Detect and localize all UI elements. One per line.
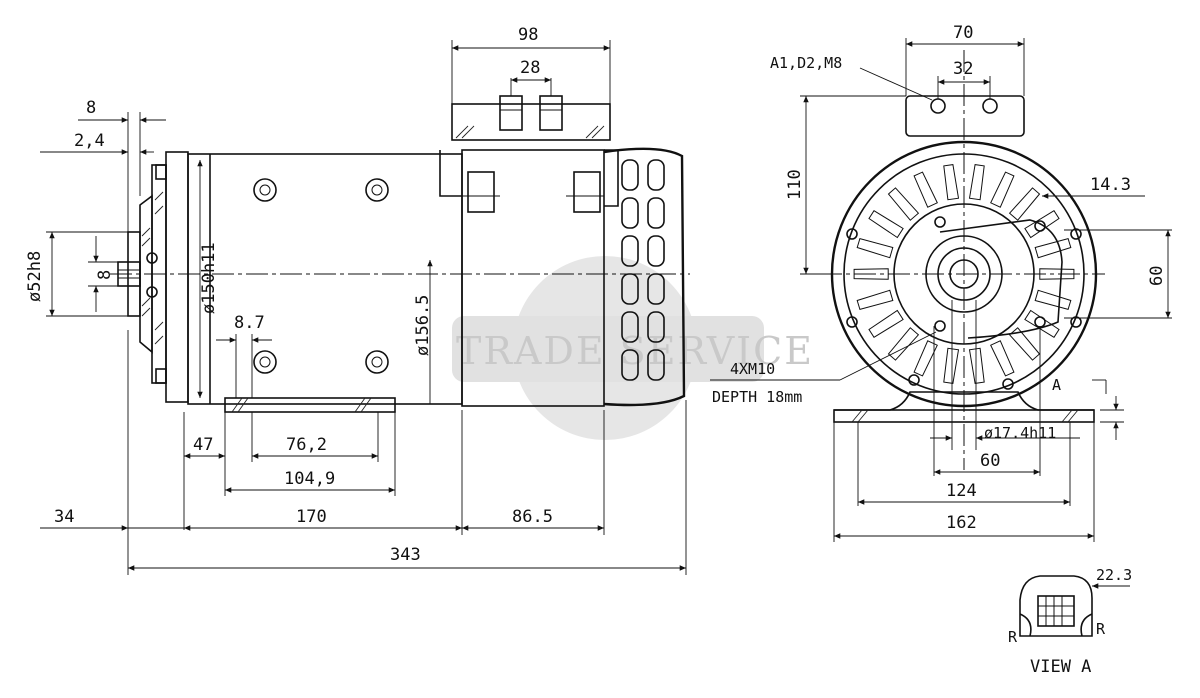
dim-60-bottom: 60 [980, 451, 1000, 471]
dim-162: 162 [946, 513, 977, 533]
rib [1034, 237, 1072, 259]
side-view: 98 28 8 2,4 ø52h8 8 ø150h11 ø156.5 [25, 25, 690, 575]
rib [868, 210, 904, 239]
rib [1024, 210, 1060, 239]
dim-104: 104,9 [284, 469, 335, 489]
dim-70: 70 [953, 23, 973, 43]
fan-cover [603, 147, 686, 407]
dim-14-3: 14.3 [1090, 175, 1131, 195]
rib [943, 164, 960, 201]
dim-170: 170 [296, 507, 327, 527]
rib [1008, 327, 1041, 361]
dim-98: 98 [518, 25, 538, 45]
mounting-foot [224, 397, 396, 413]
dim-d52: ø52h8 [25, 251, 45, 302]
commutator-end [439, 95, 619, 407]
rib [990, 171, 1015, 208]
rib [887, 327, 920, 361]
rib [913, 171, 938, 208]
radius-right: R [1096, 620, 1106, 638]
dim-d150: ø150h11 [199, 242, 219, 314]
dim-28: 28 [520, 58, 540, 78]
dim-34: 34 [54, 507, 74, 527]
rib [990, 340, 1015, 377]
rib [856, 289, 894, 311]
drive-end-cap [127, 151, 189, 403]
dim-8-top: 8 [86, 98, 96, 118]
dim-d156: ø156.5 [413, 295, 433, 356]
rib [913, 340, 938, 377]
radius-left: R [1008, 628, 1018, 646]
cooling-ribs [853, 164, 1075, 384]
bolt-note-1: 4XM10 [730, 360, 775, 378]
dim-d17-4: ø17.4h11 [984, 424, 1056, 442]
terminal-block [905, 95, 1025, 137]
rib [943, 347, 960, 384]
rib [968, 347, 985, 384]
front-view: A1,D2,M8 70 32 110 14.3 60 4XM10 DEPTH 1… [710, 23, 1172, 542]
rib [868, 309, 904, 338]
view-a-title: VIEW A [1030, 657, 1091, 677]
bolt-note-2: DEPTH 18mm [712, 388, 802, 406]
dim-2-4: 2,4 [74, 131, 105, 151]
watermark: TRADE SERVICE [452, 256, 812, 440]
rib [968, 164, 985, 201]
motor-housing [187, 153, 463, 405]
rib [853, 268, 889, 280]
rib [1024, 309, 1060, 338]
dim-124: 124 [946, 481, 977, 501]
rib [887, 187, 920, 221]
dim-86-5: 86.5 [512, 507, 553, 527]
view-a-mark: A [1052, 376, 1061, 394]
shaft [117, 261, 141, 287]
dim-32: 32 [953, 59, 973, 79]
dim-343: 343 [390, 545, 421, 565]
rib [1039, 268, 1075, 280]
dim-60-right: 60 [1147, 266, 1167, 286]
thread-label: A1,D2,M8 [770, 54, 842, 72]
rib [856, 237, 894, 259]
dim-110: 110 [785, 169, 805, 200]
dim-22-3: 22.3 [1096, 566, 1132, 584]
dim-47: 47 [193, 435, 213, 455]
front-mounting-foot [833, 391, 1095, 423]
rib [1034, 289, 1072, 311]
dim-8-shaft: 8 [95, 270, 115, 280]
dim-76: 76,2 [286, 435, 327, 455]
dim-8-7: 8.7 [234, 313, 265, 333]
view-a-detail: 22.3 R R VIEW A [1008, 566, 1132, 677]
rib [1008, 187, 1041, 221]
